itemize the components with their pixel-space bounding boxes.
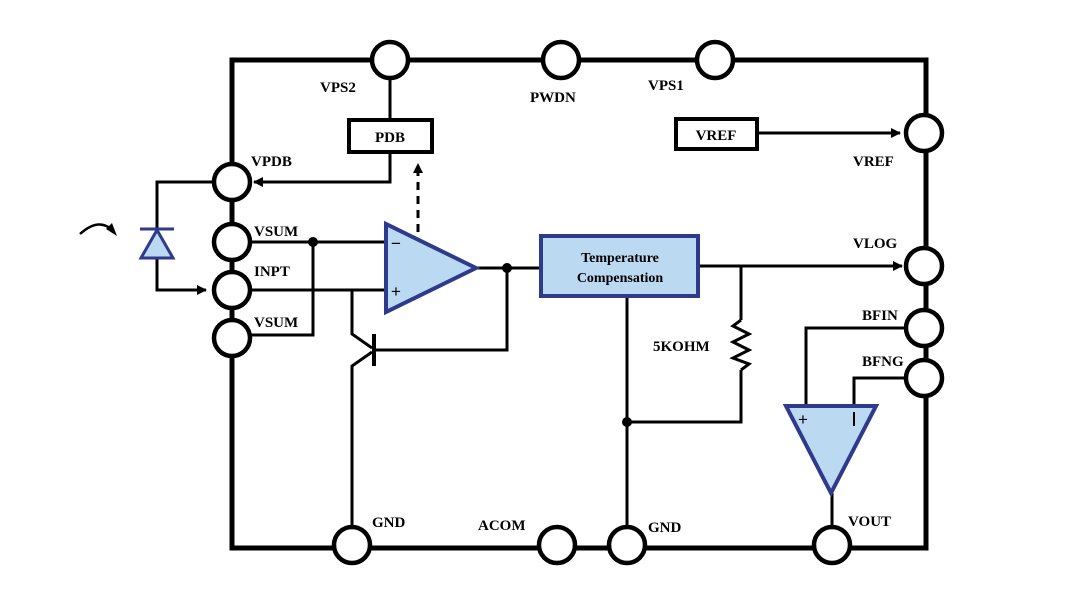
transistor-emitter (350, 350, 373, 545)
label-bfng: BFNG (862, 354, 904, 370)
pin-vps2 (369, 39, 411, 81)
wire-transistor-feedback (374, 268, 509, 352)
main-opamp-minus: − (391, 234, 401, 253)
pin-vps1 (694, 39, 736, 81)
pin-inpt (211, 269, 253, 311)
wire-vsum-link (250, 242, 315, 337)
pin-gnd-right (606, 524, 648, 566)
pin-acom (536, 524, 578, 566)
pin-vref (903, 112, 945, 154)
wire-bfng (852, 376, 906, 407)
pin-pwdn (540, 39, 582, 81)
pin-vsum-bottom (211, 317, 253, 359)
pin-bfng (903, 357, 945, 399)
label-inpt: INPT (254, 264, 290, 280)
main-opamp-plus: + (391, 282, 401, 301)
label-gnd-right: GND (648, 520, 682, 536)
main-opamp (384, 220, 481, 316)
temp-comp-line1: Temperature (581, 251, 659, 266)
buffer-opamp-plus: + (798, 410, 808, 429)
temp-comp-line2: Compensation (577, 271, 664, 286)
label-vref: VREF (853, 154, 894, 170)
pin-vsum-top (211, 221, 253, 263)
label-vout: VOUT (848, 514, 891, 530)
label-bfin: BFIN (862, 308, 898, 324)
resistor-symbol (729, 318, 753, 372)
junction-output (502, 263, 512, 273)
wire-diode-top (155, 180, 214, 228)
label-pwdn: PWDN (530, 90, 576, 106)
label-vlog: VLOG (853, 236, 898, 252)
wire-res-bottom (627, 370, 743, 424)
label-vps1: VPS1 (648, 78, 684, 94)
pin-bfin (903, 307, 945, 349)
label-vsum-top: VSUM (254, 224, 298, 240)
buffer-opamp (782, 404, 880, 498)
pdb-label: PDB (375, 130, 405, 146)
label-acom: ACOM (478, 518, 526, 534)
wire-diode-bottom (155, 258, 207, 295)
label-vps2: VPS2 (320, 80, 356, 96)
label-gnd-left: GND (372, 515, 406, 531)
vref-block (674, 117, 759, 151)
pin-vlog (903, 245, 945, 287)
label-resistor: 5KOHM (653, 339, 710, 355)
wire-pdb-vpdb (253, 152, 392, 187)
light-arrow-head (106, 223, 117, 236)
wire-inpt-transistor (350, 290, 373, 350)
label-vpdb: VPDB (251, 154, 292, 170)
temperature-compensation-block (539, 234, 700, 298)
pin-gnd-left (331, 524, 373, 566)
label-vsum-bottom: VSUM (254, 315, 298, 331)
photodiode-symbol (138, 226, 176, 260)
pin-vpdb (211, 161, 253, 203)
vref-block-label: VREF (696, 128, 737, 144)
wire-bfin (804, 326, 906, 407)
pin-vout (811, 524, 853, 566)
pdb-block (347, 118, 434, 154)
